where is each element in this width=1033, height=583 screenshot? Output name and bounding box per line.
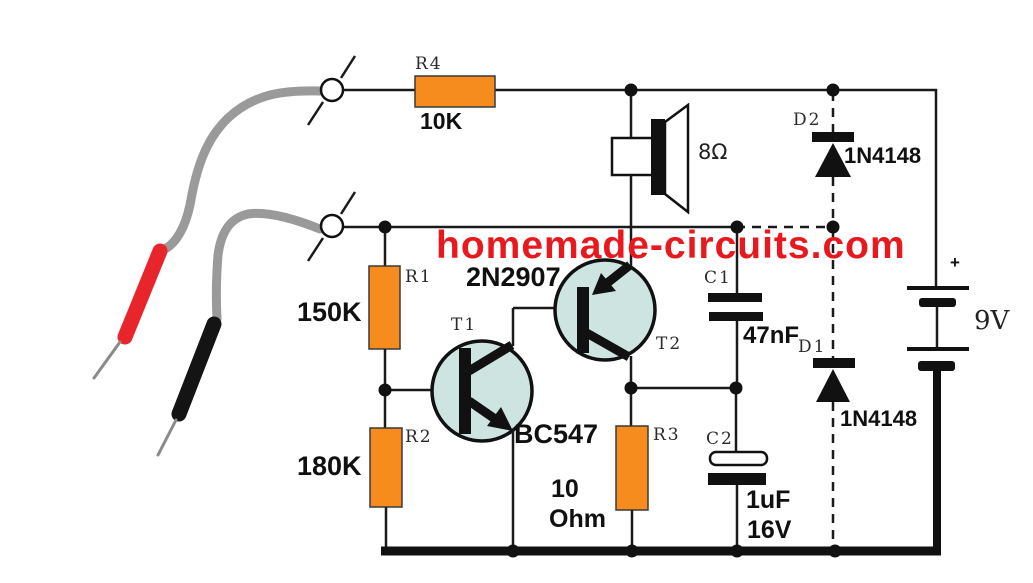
r3-branch xyxy=(615,386,736,550)
c1-ref-label: C1 xyxy=(704,268,732,288)
c1-plate-bottom xyxy=(709,312,763,321)
capacitor-c2 xyxy=(708,388,769,550)
junction-dots xyxy=(378,83,842,558)
transistor-t1 xyxy=(430,306,578,550)
probe-terminal-bottom xyxy=(306,191,357,262)
t2-base-bar xyxy=(577,287,589,353)
battery-9v xyxy=(907,286,969,551)
d1-cathode-bar xyxy=(813,358,855,368)
r3-value-line1: 10 xyxy=(551,475,579,503)
red-probe-wire xyxy=(160,86,326,254)
t1-base-bar xyxy=(459,348,471,434)
d1-value-label: 1N4148 xyxy=(840,406,918,431)
t2-emitter-arrow xyxy=(592,273,616,295)
c2-value-line2: 16V xyxy=(747,516,792,544)
resistor-r1 xyxy=(368,265,401,350)
r4-value-label: 10K xyxy=(420,108,463,134)
capacitor-c1 xyxy=(708,227,763,388)
c2-ref-label: C2 xyxy=(706,429,734,449)
black-probe-body xyxy=(171,316,222,422)
t1-ref-label: T1 xyxy=(451,315,478,335)
battery-plate-long-2 xyxy=(907,347,969,351)
black-probe-lead xyxy=(156,208,325,457)
probe-terminal-top xyxy=(306,55,357,126)
c1-value-label: 47nF xyxy=(743,322,800,349)
speaker-coil xyxy=(610,136,655,177)
d2-cathode-bar xyxy=(812,132,854,142)
t1-emitter-arrow xyxy=(487,407,513,431)
black-probe-wire xyxy=(211,208,325,324)
r2-value-label: 180K xyxy=(297,451,362,481)
d2-ref-label: D2 xyxy=(793,110,822,130)
speaker-cone xyxy=(663,102,690,215)
speaker xyxy=(610,90,690,227)
t2-value-label: 2N2907 xyxy=(466,262,561,292)
r1-ref-label: R1 xyxy=(405,267,433,287)
d2-value-label: 1N4148 xyxy=(844,143,922,168)
r3-value-line2: Ohm xyxy=(549,505,606,533)
diode-d2 xyxy=(812,92,854,226)
t1-value-label: BC547 xyxy=(514,419,599,449)
battery-plate-short-1 xyxy=(919,298,956,307)
d1-ref-label: D1 xyxy=(798,337,827,357)
speaker-magnet xyxy=(651,119,665,195)
divider-branch xyxy=(368,227,459,550)
resistor-r3 xyxy=(615,425,649,511)
black-probe-needle xyxy=(156,418,178,457)
watermark-text: homemade-circuits.com xyxy=(436,224,906,267)
c2-plate-bottom xyxy=(708,473,766,485)
c1-plate-top xyxy=(708,293,762,302)
r3-ref-label: R3 xyxy=(653,425,681,445)
red-probe-needle xyxy=(92,340,122,380)
speaker-impedance-label: 8Ω xyxy=(698,140,728,164)
diode-d1 xyxy=(813,228,855,549)
battery-plate-short-2 xyxy=(918,361,955,371)
battery-voltage-label: 9V xyxy=(974,306,1010,336)
c2-value-line1: 1uF xyxy=(746,486,791,514)
red-probe-lead xyxy=(92,86,326,380)
d2-triangle xyxy=(815,143,851,177)
c2-plate-top xyxy=(708,450,769,467)
top-rail xyxy=(343,88,938,287)
d1-triangle xyxy=(816,369,850,402)
r4-ref-label: R4 xyxy=(415,54,443,74)
transistor-t2 xyxy=(553,227,657,388)
r2-ref-label: R2 xyxy=(405,427,433,447)
t2-ref-label: T2 xyxy=(656,334,683,354)
red-probe-body xyxy=(117,243,168,345)
battery-plate-long-1 xyxy=(907,286,969,290)
resistor-r2 xyxy=(369,427,403,508)
r1-value-label: 150K xyxy=(297,297,362,327)
resistor-r4 xyxy=(414,75,496,108)
battery-plus-label: + xyxy=(950,253,960,272)
